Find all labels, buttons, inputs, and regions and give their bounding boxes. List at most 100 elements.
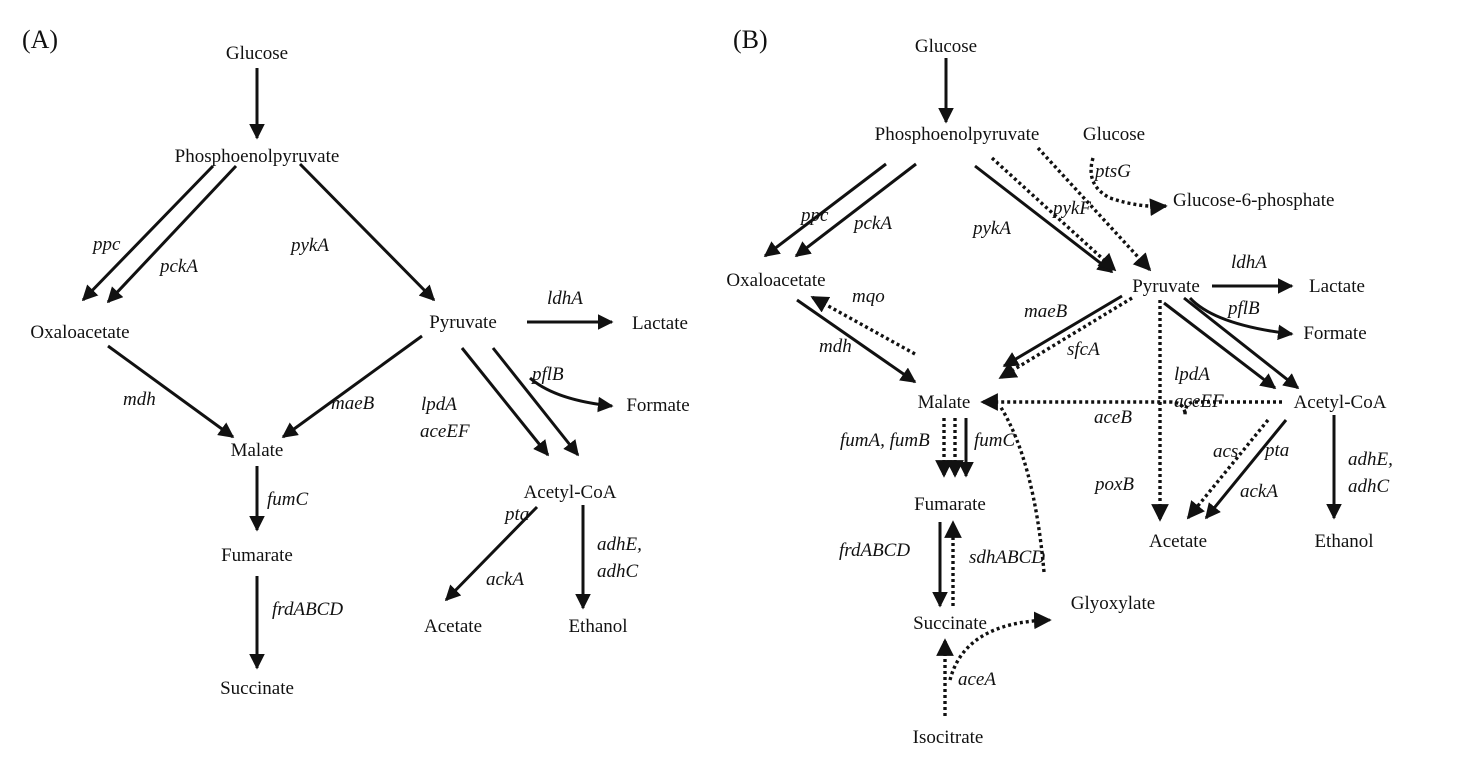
arrow-b-aceB-glyoxylate	[998, 405, 1046, 573]
gene-b-fumA-fumB: fumA, fumB	[840, 430, 930, 451]
gene-b-mqo: mqo	[852, 286, 885, 307]
gene-b-adhE: adhE,	[1348, 449, 1393, 470]
gene-b-sfcA: sfcA	[1067, 339, 1100, 360]
metabolite-b-malate: Malate	[918, 392, 971, 413]
panel-b-label: (B)	[733, 25, 768, 54]
arrow-b-aceB-acetylcoa	[980, 393, 1282, 416]
metabolite-b-succinate: Succinate	[913, 613, 987, 634]
panel-b-solid-arrows	[763, 58, 1342, 608]
gene-adhE: adhE,	[597, 534, 642, 555]
metabolite-succinate: Succinate	[220, 678, 294, 699]
gene-pflB: pflB	[530, 364, 564, 385]
panel-b: (B)	[726, 25, 1392, 748]
arrow-b-sfcA	[998, 296, 1133, 380]
metabolite-b-glyoxylate: Glyoxylate	[1071, 593, 1155, 614]
arrow-b-maeB	[1002, 294, 1123, 368]
metabolite-b-glucose-6-phosphate: Glucose-6-phosphate	[1173, 190, 1334, 211]
gene-ppc: ppc	[91, 234, 121, 255]
arrow-b-lpdA	[1163, 301, 1277, 390]
arrow-b-pckA	[794, 162, 917, 258]
gene-b-aceA: aceA	[958, 669, 996, 690]
gene-b-pckA: pckA	[852, 213, 892, 234]
gene-fumC: fumC	[267, 489, 309, 510]
arrow-b-pykF-dotted-1	[1036, 146, 1152, 272]
arrow-lpdA	[460, 347, 550, 457]
panel-b-dotted-arrows	[810, 146, 1282, 716]
gene-pykA: pykA	[289, 235, 329, 256]
arrow-maeB	[281, 334, 423, 439]
gene-b-pykF: pykF	[1051, 198, 1091, 219]
gene-maeB: maeB	[331, 393, 375, 414]
metabolite-b-ethanol: Ethanol	[1314, 531, 1373, 552]
gene-b-ackA: ackA	[1240, 481, 1278, 502]
arrow-pta-ackA	[444, 505, 539, 602]
gene-ldhA: ldhA	[547, 288, 583, 309]
metabolite-b-oxaloacetate: Oxaloacetate	[726, 270, 825, 291]
arrow-mdh	[107, 344, 235, 439]
gene-pckA: pckA	[158, 256, 198, 277]
arrow-b-aceA	[948, 611, 1052, 681]
gene-b-mdh: mdh	[819, 336, 852, 357]
arrow-b-mqo	[810, 295, 916, 356]
metabolite-b-acetate: Acetate	[1149, 531, 1207, 552]
metabolite-acetate: Acetate	[424, 616, 482, 637]
gene-b-frdABCD: frdABCD	[839, 540, 910, 561]
arrow-pflB-acetylcoa	[491, 347, 580, 457]
gene-b-ptsG: ptsG	[1093, 161, 1131, 182]
arrow-b-pta-ackA	[1204, 419, 1288, 520]
metabolite-glucose: Glucose	[226, 43, 288, 64]
gene-b-ppc: ppc	[799, 205, 829, 226]
arrow-pykA	[298, 162, 436, 302]
metabolite-oxaloacetate: Oxaloacetate	[30, 322, 129, 343]
metabolite-formate: Formate	[626, 395, 689, 416]
gene-frdABCD: frdABCD	[272, 599, 343, 620]
arrow-b-pflB-acetylcoa	[1183, 296, 1300, 390]
arrow-pflB-formate	[529, 376, 614, 413]
metabolite-acetyl-coa: Acetyl-CoA	[524, 482, 617, 503]
gene-b-acs: acs	[1213, 441, 1238, 462]
metabolite-b-pyruvate: Pyruvate	[1132, 276, 1200, 297]
arrow-b-ptsG	[1089, 157, 1168, 217]
gene-b-pflB: pflB	[1226, 298, 1260, 319]
arrow-b-pykA	[974, 164, 1114, 274]
gene-b-maeB: maeB	[1024, 301, 1068, 322]
gene-b-lpdA: lpdA	[1174, 364, 1210, 385]
arrow-b-mdh	[796, 298, 917, 384]
gene-b-poxB: poxB	[1093, 474, 1134, 495]
metabolite-b-acetyl-coa: Acetyl-CoA	[1294, 392, 1387, 413]
metabolite-phosphoenolpyruvate: Phosphoenolpyruvate	[175, 146, 340, 167]
gene-b-pykA: pykA	[971, 218, 1011, 239]
gene-b-pta: pta	[1263, 440, 1289, 461]
panel-a: (A) Glucose Phosphoenolpyruvate Oxaloace…	[22, 25, 690, 699]
panel-a-arrows	[81, 68, 614, 670]
metabolite-b-fumarate: Fumarate	[914, 494, 986, 515]
gene-adhC: adhC	[597, 561, 639, 582]
arrow-ppc	[81, 164, 215, 302]
gene-pta: pta	[503, 504, 529, 525]
gene-b-ldhA: ldhA	[1231, 252, 1267, 273]
gene-lpdA: lpdA	[421, 394, 457, 415]
gene-ackA: ackA	[486, 569, 524, 590]
arrow-b-ppc	[763, 162, 887, 258]
panel-a-label: (A)	[22, 25, 58, 54]
gene-b-aceB: aceB	[1094, 407, 1132, 428]
metabolite-lactate: Lactate	[632, 313, 688, 334]
gene-b-aceEF: aceEF	[1174, 391, 1224, 412]
metabolite-ethanol: Ethanol	[568, 616, 627, 637]
arrow-pckA	[106, 164, 238, 304]
metabolite-pyruvate: Pyruvate	[429, 312, 497, 333]
gene-b-sdhABCD: sdhABCD	[969, 547, 1045, 568]
gene-b-adhC: adhC	[1348, 476, 1390, 497]
gene-b-fumC: fumC	[974, 430, 1016, 451]
arrow-b-pykF-dotted-2	[990, 156, 1117, 272]
metabolite-fumarate: Fumarate	[221, 545, 293, 566]
metabolite-malate: Malate	[231, 440, 284, 461]
metabolite-b-lactate: Lactate	[1309, 276, 1365, 297]
metabolite-b-phosphoenolpyruvate: Phosphoenolpyruvate	[875, 124, 1040, 145]
arrow-b-pflB-formate	[1188, 296, 1294, 341]
metabolite-b-isocitrate: Isocitrate	[913, 727, 984, 748]
metabolite-b-glucose: Glucose	[915, 36, 977, 57]
gene-mdh: mdh	[123, 389, 156, 410]
metabolite-b-formate: Formate	[1303, 323, 1366, 344]
